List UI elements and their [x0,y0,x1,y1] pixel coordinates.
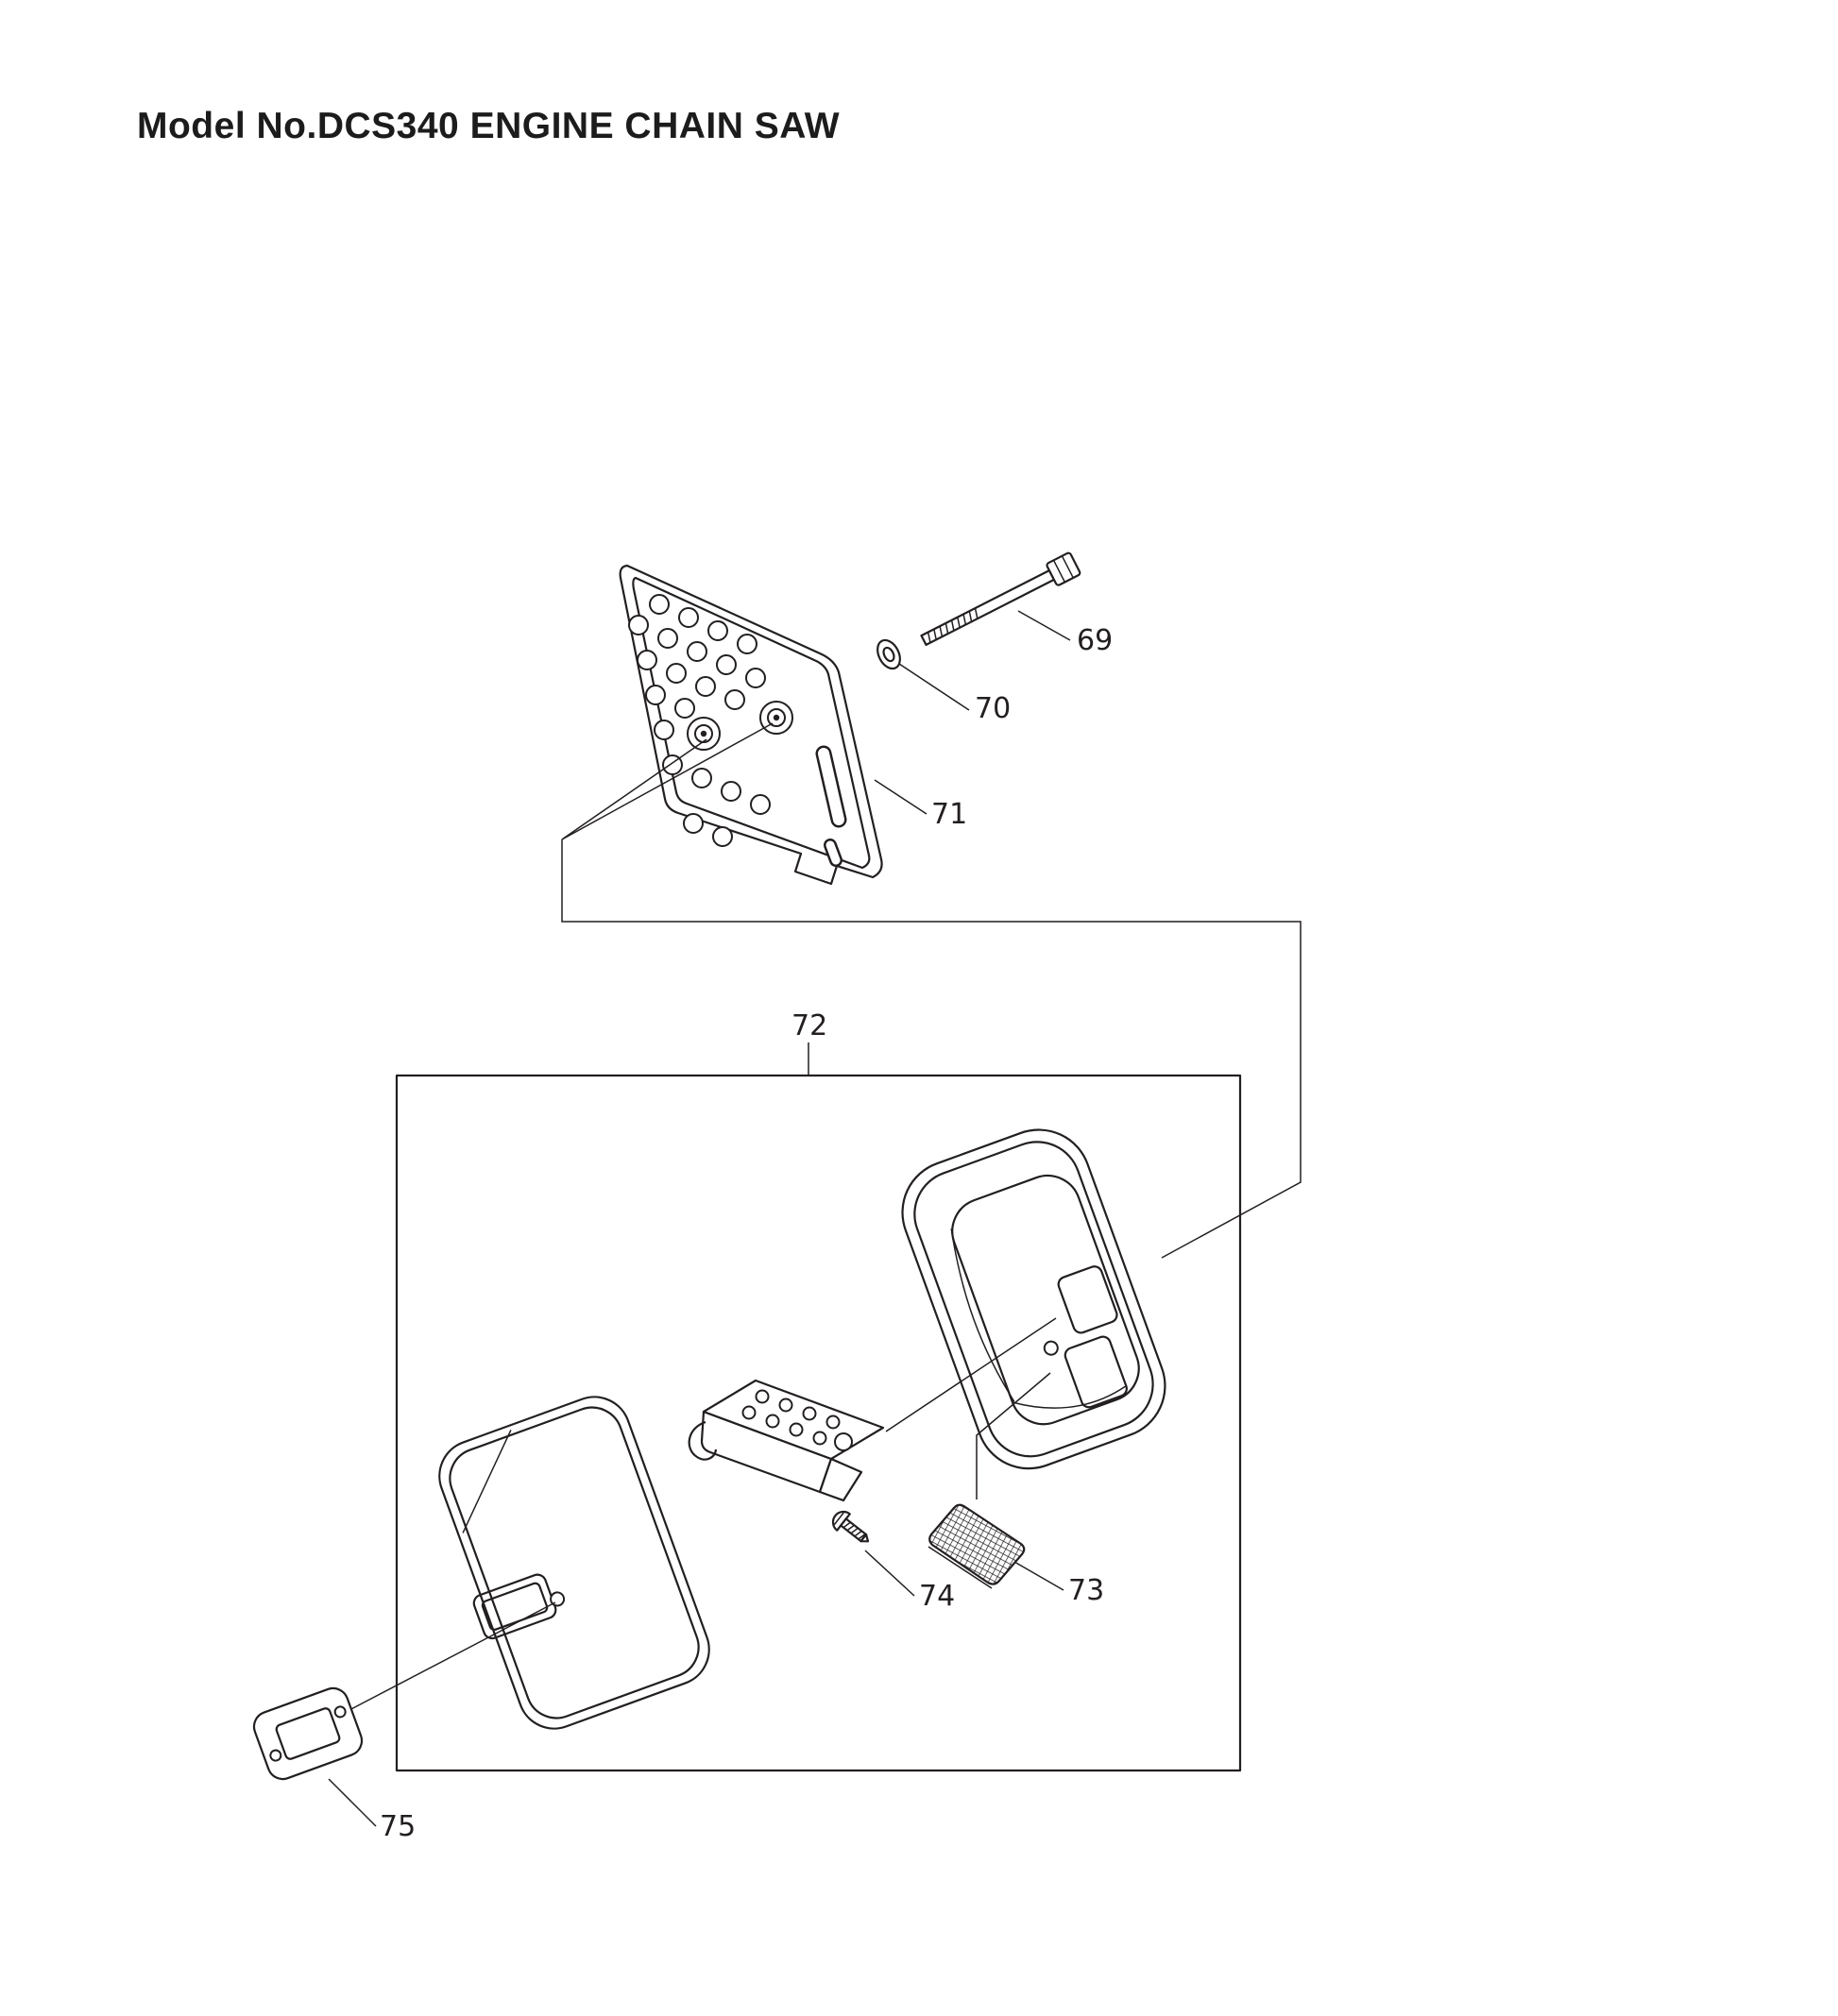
hex-bolt [920,551,1081,647]
screw-head [831,1510,851,1532]
cover-screen-alignment-line [976,1372,1051,1499]
exhaust-slot [1057,1265,1118,1334]
screw-slot [833,1512,844,1526]
muffler-cover [901,1128,1166,1470]
callout-71: 71 [931,798,967,831]
leader-line-73 [1013,1561,1064,1591]
leader-line-70 [898,663,970,711]
assembly-box [395,1074,1242,1772]
grommet [759,701,793,735]
baffle-plate [688,1379,885,1502]
baffle-apron [700,1410,833,1494]
gasket-bolt-hole [269,1749,282,1762]
flat-washer [876,638,901,670]
leader-line-74 [864,1550,915,1597]
callout-74: 74 [919,1580,955,1613]
muffler-gasket [252,1686,364,1781]
grommet-alignment-line [561,738,707,840]
bolt-threads [927,607,979,643]
leader-line-69 [1017,610,1071,641]
callout-73: 73 [1068,1574,1104,1607]
exhaust-port [472,1573,557,1640]
grommet [687,717,721,751]
leader-line-75 [328,1778,377,1827]
page-title: Model No.DCS340 ENGINE CHAIN SAW [137,106,841,146]
grommet-alignment-line [561,722,774,840]
body-crease-line [462,1430,512,1533]
baffle-hook [688,1420,718,1461]
muffler-body [438,1396,710,1730]
spark-arrester-screen [928,1503,1026,1589]
leader-line-71 [874,779,928,815]
gasket-bolt-hole [333,1705,347,1719]
callout-69: 69 [1077,624,1113,657]
cover-screw-hole [1043,1340,1059,1356]
cover-wall-line [950,1228,1015,1402]
assembly-connector-line [561,839,1302,1259]
screen-edge-line [928,1546,993,1589]
vent-holes [628,594,771,847]
muffler-guard-plate [619,564,883,886]
mounting-slot [815,745,847,867]
tapping-screw [831,1510,870,1543]
callout-72: 72 [791,1009,827,1042]
exhaust-slot [1064,1335,1128,1409]
plate-inner-flange [632,576,871,870]
cover-inner-face [951,1174,1140,1426]
baffle-tab [818,1457,863,1502]
cover-wall-line [1012,1385,1126,1409]
screw-tip [859,1533,870,1543]
callout-70: 70 [975,692,1011,725]
cover-baffle-alignment-line [885,1317,1057,1432]
gasket-alignment-line [347,1601,556,1712]
bolt-head [1046,551,1081,586]
baffle-holes [741,1389,853,1451]
callout-75: 75 [380,1810,416,1843]
